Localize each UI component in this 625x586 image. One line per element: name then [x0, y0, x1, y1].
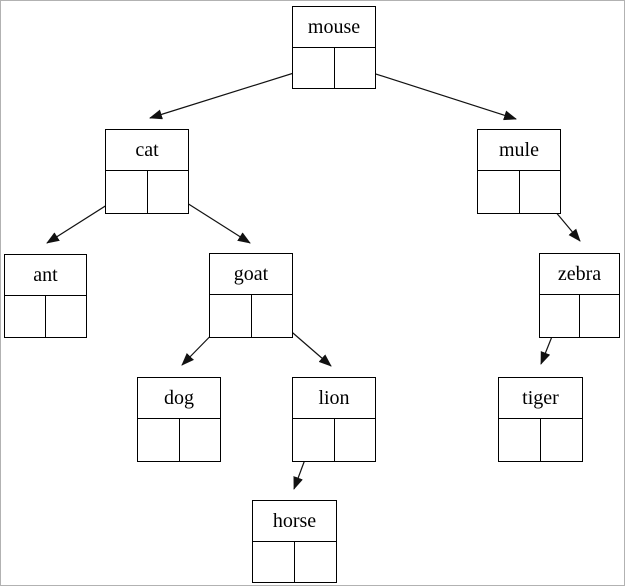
node-pointer-cells — [253, 542, 336, 582]
tree-node-tiger: tiger — [498, 377, 583, 462]
right-pointer-cell — [335, 48, 376, 88]
right-pointer-cell — [541, 419, 582, 461]
left-pointer-cell — [106, 171, 148, 213]
node-label-mule: mule — [478, 130, 560, 171]
left-pointer-cell — [499, 419, 541, 461]
node-label-cat: cat — [106, 130, 188, 171]
node-pointer-cells — [138, 419, 220, 461]
edge-mouse-cat — [149, 66, 314, 120]
right-pointer-cell — [180, 419, 221, 461]
node-label-horse: horse — [253, 501, 336, 542]
left-pointer-cell — [478, 171, 520, 213]
tree-node-lion: lion — [292, 377, 376, 462]
right-pointer-cell — [295, 542, 336, 582]
node-label-goat: goat — [210, 254, 292, 295]
tree-node-goat: goat — [209, 253, 293, 338]
left-pointer-cell — [138, 419, 180, 461]
left-pointer-cell — [540, 295, 580, 337]
node-pointer-cells — [210, 295, 292, 337]
tree-node-mule: mule — [477, 129, 561, 214]
right-pointer-cell — [46, 296, 86, 337]
node-label-ant: ant — [5, 255, 86, 296]
left-pointer-cell — [210, 295, 252, 337]
node-pointer-cells — [540, 295, 619, 337]
tree-node-horse: horse — [252, 500, 337, 583]
node-pointer-cells — [106, 171, 188, 213]
tree-node-dog: dog — [137, 377, 221, 462]
node-pointer-cells — [499, 419, 582, 461]
node-label-tiger: tiger — [499, 378, 582, 419]
tree-node-ant: ant — [4, 254, 87, 338]
node-label-lion: lion — [293, 378, 375, 419]
tree-node-cat: cat — [105, 129, 189, 214]
node-label-zebra: zebra — [540, 254, 619, 295]
right-pointer-cell — [580, 295, 619, 337]
left-pointer-cell — [5, 296, 46, 337]
node-label-dog: dog — [138, 378, 220, 419]
left-pointer-cell — [253, 542, 295, 582]
edge-mouse-mule — [353, 66, 517, 121]
node-pointer-cells — [293, 48, 375, 88]
right-pointer-cell — [148, 171, 189, 213]
right-pointer-cell — [335, 419, 376, 461]
left-pointer-cell — [293, 419, 335, 461]
node-pointer-cells — [5, 296, 86, 337]
right-pointer-cell — [520, 171, 561, 213]
tree-node-mouse: mouse — [292, 6, 376, 89]
node-pointer-cells — [478, 171, 560, 213]
tree-node-zebra: zebra — [539, 253, 620, 338]
right-pointer-cell — [252, 295, 293, 337]
left-pointer-cell — [293, 48, 335, 88]
node-pointer-cells — [293, 419, 375, 461]
node-label-mouse: mouse — [293, 7, 375, 48]
